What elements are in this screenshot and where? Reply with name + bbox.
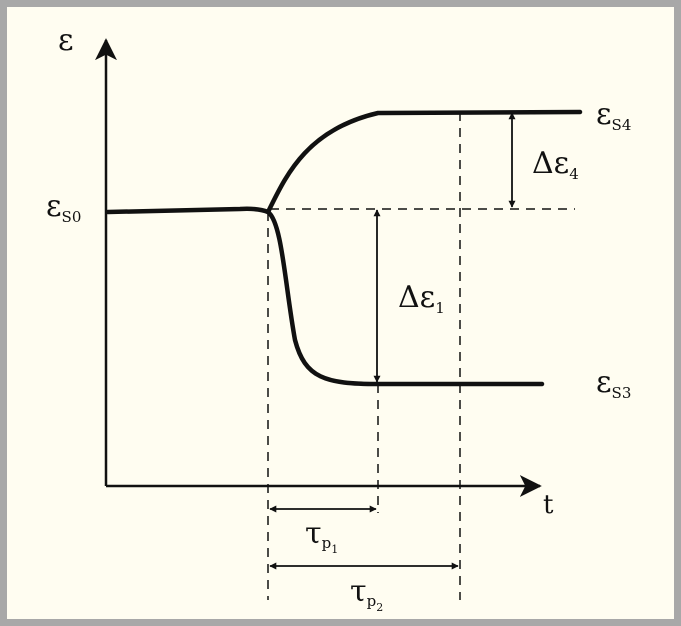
eps-s0-label: εS0 xyxy=(46,189,81,226)
x-axis-label: t xyxy=(543,490,554,520)
delta-eps-4-label: Δε4 xyxy=(532,146,579,183)
tau-p1-label: τp1 xyxy=(305,516,338,556)
delta-eps-1-label: Δε1 xyxy=(398,280,445,317)
response-curve-upper xyxy=(105,109,583,215)
eps-s3-label: εS3 xyxy=(596,365,631,402)
y-axis-label: ε xyxy=(58,23,74,58)
eps-s4-label: εS4 xyxy=(596,97,631,134)
tau-p2-label: τp2 xyxy=(350,574,383,614)
response-curve-lower xyxy=(265,209,545,387)
